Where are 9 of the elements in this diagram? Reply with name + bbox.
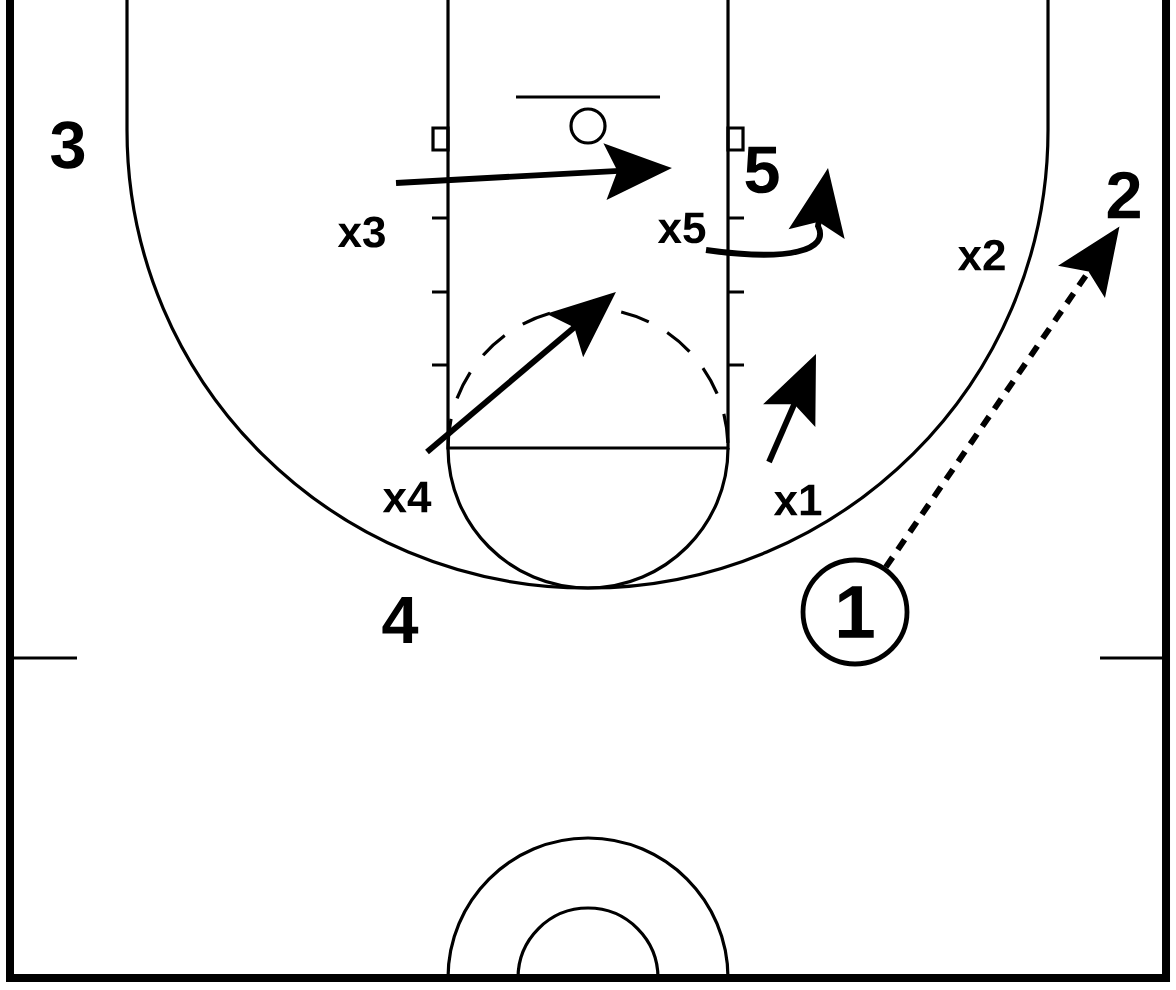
player-number: 2 bbox=[1107, 171, 1140, 219]
defender-label: x4 bbox=[382, 481, 432, 513]
player-number: 5 bbox=[745, 146, 779, 194]
player-number: 3 bbox=[51, 121, 85, 169]
defender-label: x5 bbox=[657, 212, 706, 244]
defender-label: x1 bbox=[773, 484, 822, 516]
defender-label: x2 bbox=[957, 239, 1005, 271]
player-number: 4 bbox=[382, 597, 419, 643]
defender-label: x3 bbox=[337, 216, 385, 248]
